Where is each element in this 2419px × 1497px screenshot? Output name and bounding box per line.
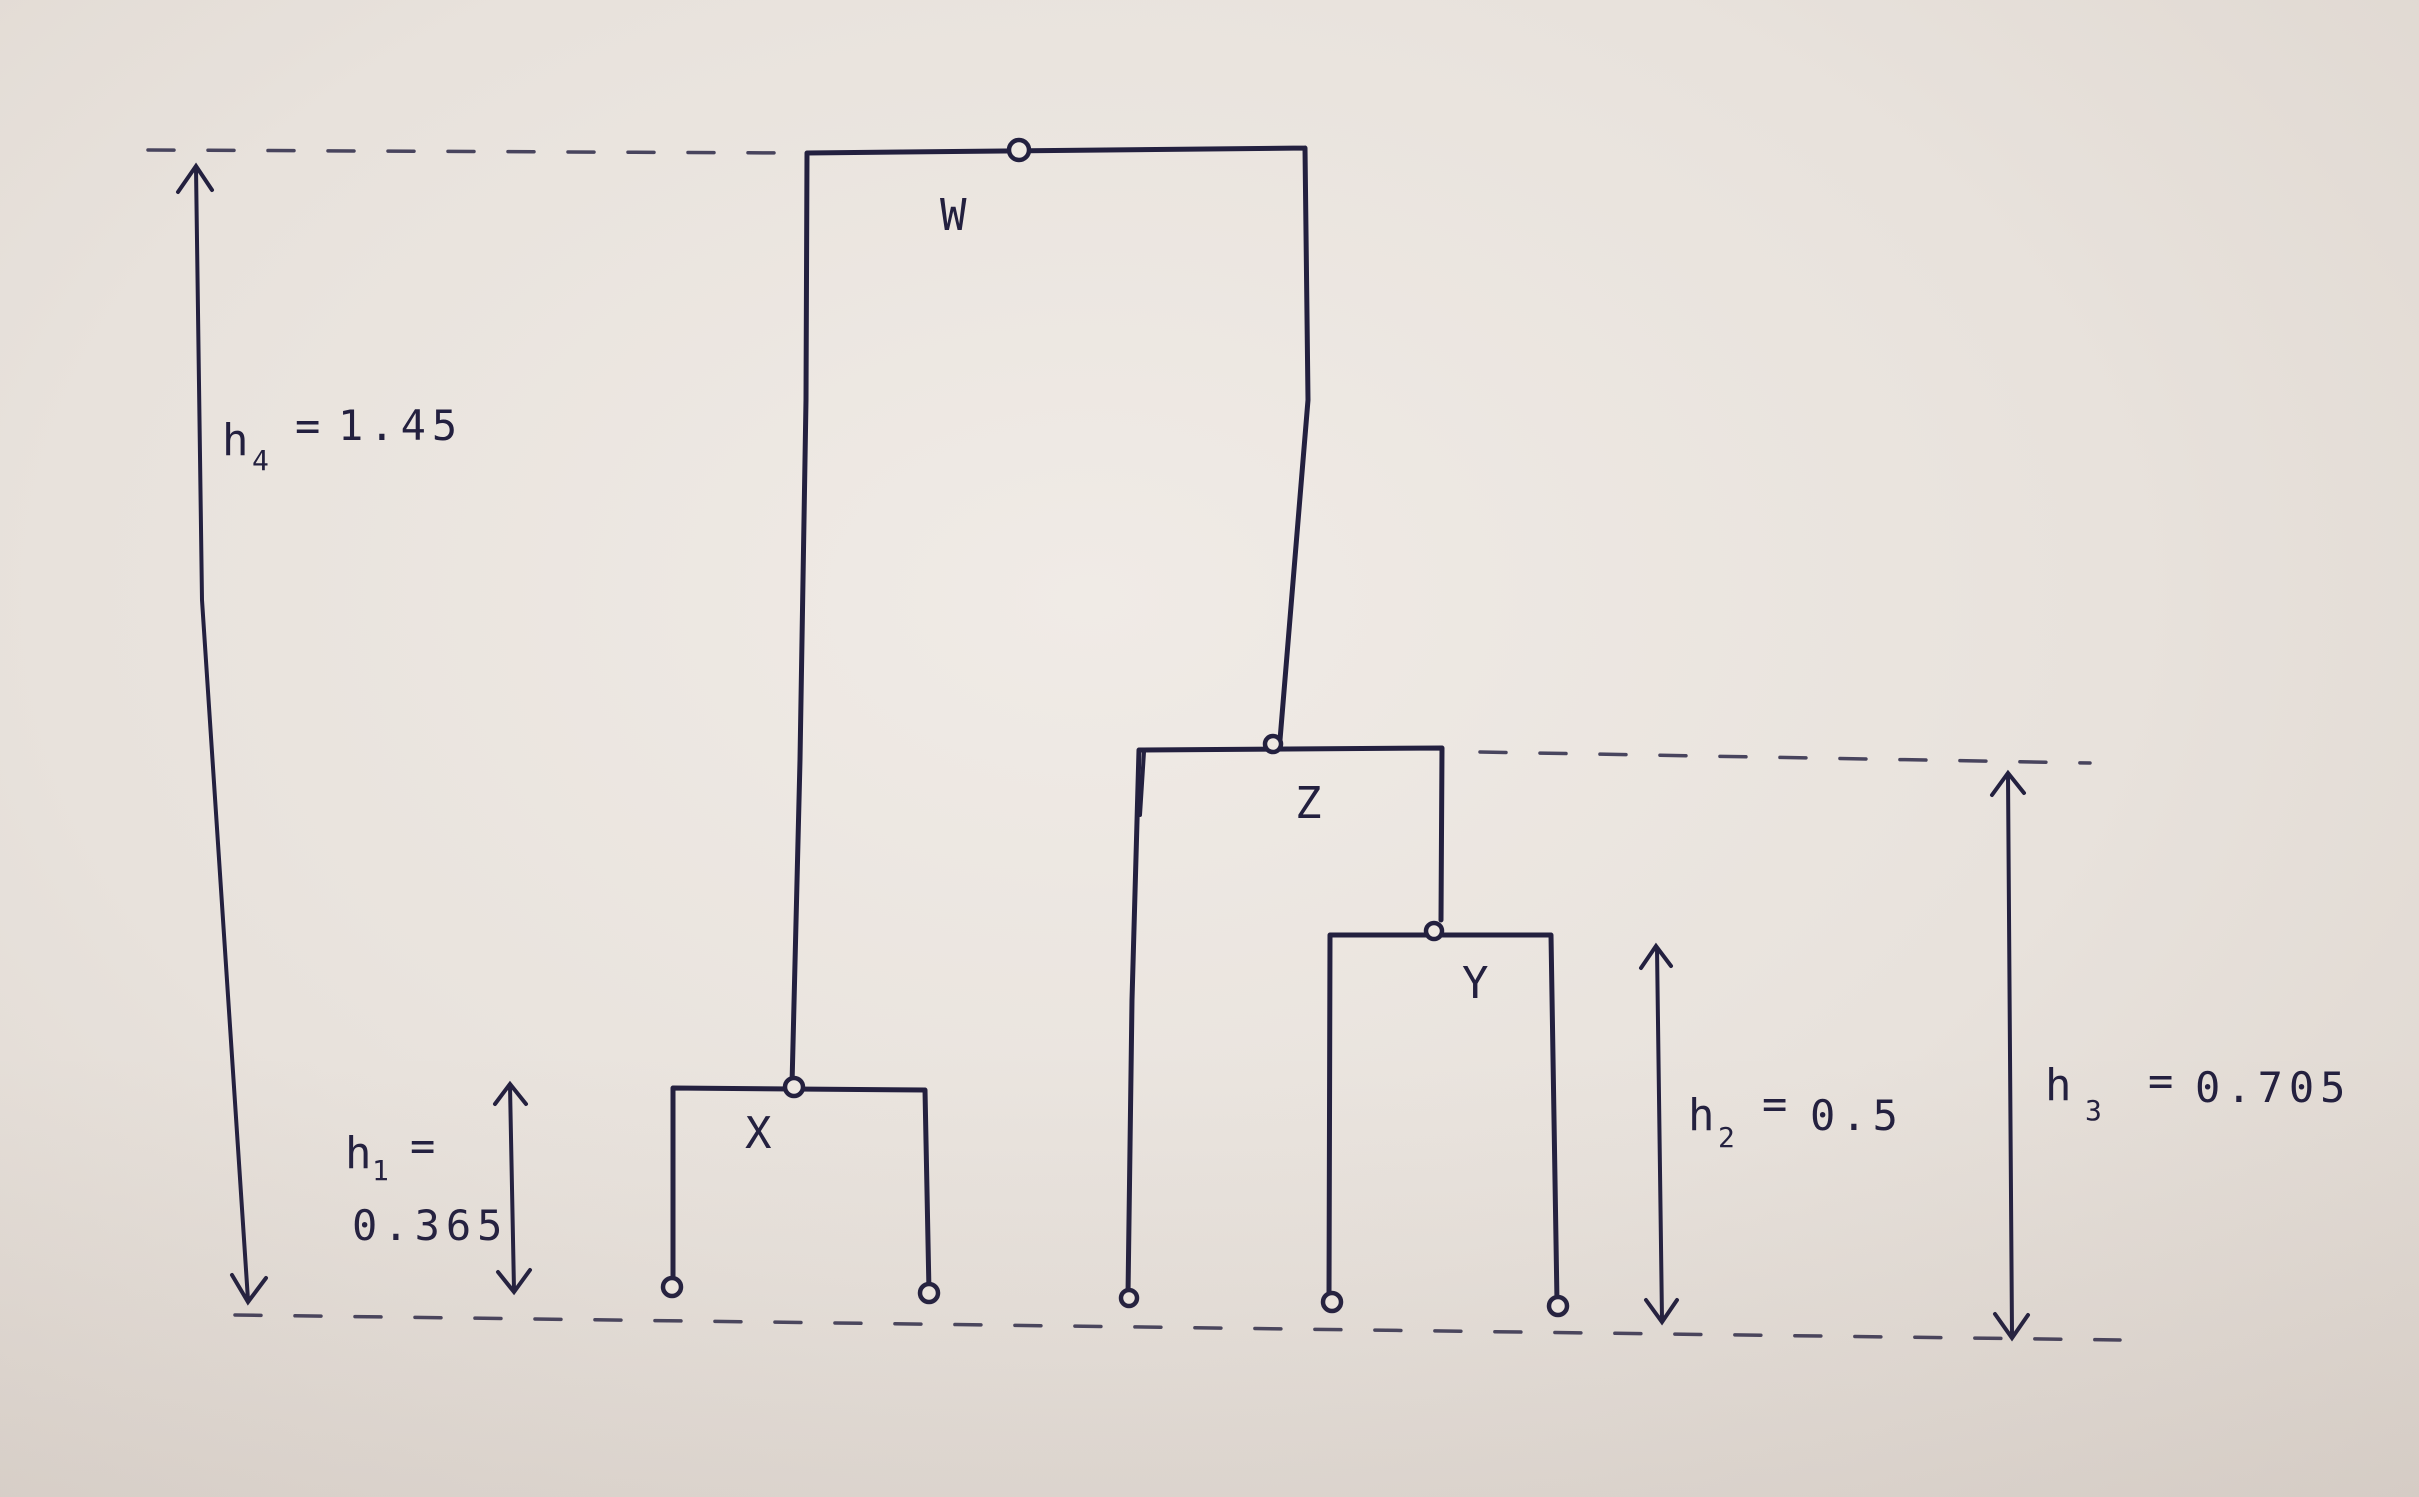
h1-equals: = xyxy=(410,1121,441,1170)
baseline-reference-line xyxy=(233,1313,2122,1342)
h3-label: h 3 = 0.705 xyxy=(2045,1056,2351,1127)
h3-value: 0.705 xyxy=(2195,1063,2351,1112)
node-x xyxy=(782,1075,806,1099)
leaf-4 xyxy=(1320,1290,1344,1314)
h2-value: 0.5 xyxy=(1810,1091,1904,1140)
branch-x xyxy=(670,1085,932,1295)
height-arrows xyxy=(176,162,2030,1342)
node-y xyxy=(1423,920,1445,942)
h3-equals: = xyxy=(2148,1056,2179,1105)
z-reference-line xyxy=(1478,750,2092,765)
h2-equals: = xyxy=(1762,1079,1793,1128)
branch-z xyxy=(1125,745,1445,1298)
leaf-3 xyxy=(1118,1287,1140,1309)
h1-symbol: h xyxy=(345,1128,372,1179)
label-w: W xyxy=(940,190,967,241)
h3-subscript: 3 xyxy=(2085,1094,2102,1127)
node-w xyxy=(1006,137,1032,163)
h4-equals: = xyxy=(295,401,326,450)
leaf-1 xyxy=(660,1275,684,1299)
h2-symbol: h xyxy=(1688,1090,1715,1141)
height-labels: h 4 = 1.45 h 1 = 0.365 h 2 = 0.5 h 3 = 0… xyxy=(222,401,2351,1250)
h2-label: h 2 = 0.5 xyxy=(1688,1079,1904,1154)
branch-w xyxy=(789,145,1311,1088)
dendrogram-branches xyxy=(670,145,1560,1305)
label-z: Z xyxy=(1295,778,1322,829)
top-reference-line xyxy=(146,148,797,155)
label-x: X xyxy=(745,1108,772,1159)
label-y: Y xyxy=(1462,958,1489,1009)
h1-arrow xyxy=(493,1080,532,1296)
reference-lines xyxy=(146,148,2122,1342)
h4-value: 1.45 xyxy=(338,401,463,450)
dendrogram-nodes xyxy=(660,137,1570,1318)
leaf-5 xyxy=(1546,1294,1570,1318)
h1-value: 0.365 xyxy=(352,1201,508,1250)
h1-label: h 1 = 0.365 xyxy=(345,1121,508,1250)
h3-arrow xyxy=(1990,769,2030,1342)
h4-arrow xyxy=(176,162,268,1306)
h1-subscript: 1 xyxy=(372,1154,389,1187)
node-z xyxy=(1262,733,1284,755)
leaf-2 xyxy=(917,1281,941,1305)
branch-z-double-stroke xyxy=(1138,750,1146,817)
h3-symbol: h xyxy=(2045,1060,2072,1111)
node-labels: W X Z Y xyxy=(745,190,1489,1159)
h2-arrow xyxy=(1639,942,1679,1326)
h2-subscript: 2 xyxy=(1718,1121,1735,1154)
h4-symbol: h xyxy=(222,415,249,466)
branch-y xyxy=(1326,932,1560,1305)
h4-label: h 4 = 1.45 xyxy=(222,401,463,477)
h4-subscript: 4 xyxy=(252,444,269,477)
